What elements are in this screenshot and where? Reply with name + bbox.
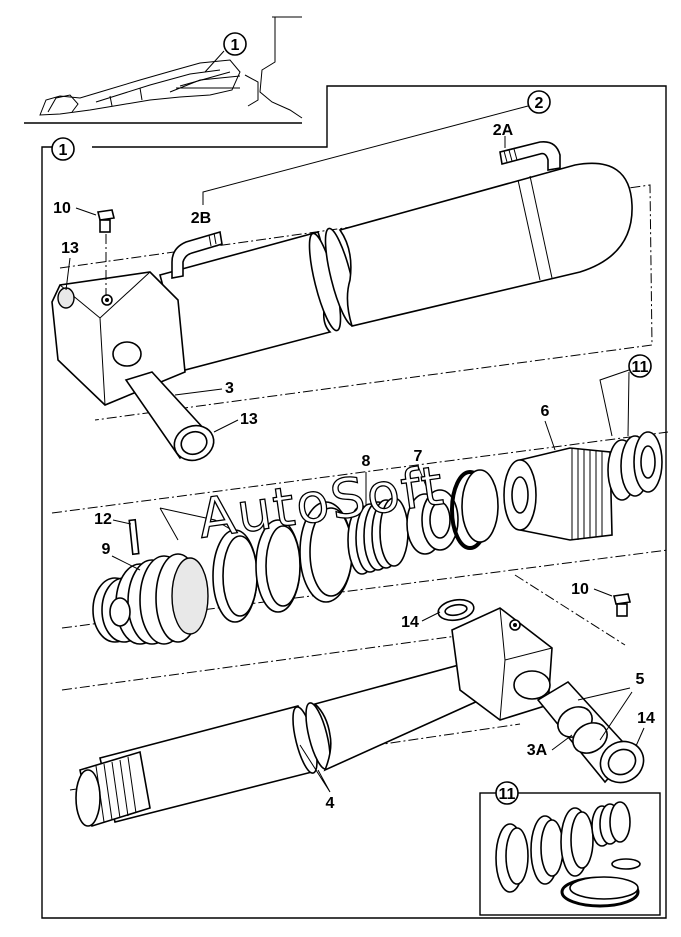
label-7: 7 xyxy=(414,448,423,465)
label-10-left: 10 xyxy=(53,200,71,217)
spring-8 xyxy=(347,497,409,575)
callout-1-inset: 1 xyxy=(204,32,247,73)
label-6: 6 xyxy=(541,403,550,420)
label-13-left: 13 xyxy=(61,240,79,257)
main-frame xyxy=(41,85,667,919)
label-9: 9 xyxy=(102,541,111,558)
piston-group xyxy=(51,431,669,645)
seal-kit-inset: 11 xyxy=(479,781,661,916)
machine-location-inset xyxy=(24,16,303,124)
rod-thread xyxy=(95,756,137,823)
callout-11-top: 11 xyxy=(599,354,652,437)
label-14-right: 14 xyxy=(637,710,655,727)
piston-rod xyxy=(61,574,645,828)
label-2B: 2B xyxy=(191,210,211,227)
callout-11-top-label: 11 xyxy=(632,359,649,376)
label-5: 5 xyxy=(636,671,645,688)
label-3: 3 xyxy=(225,380,234,397)
callout-1-frame-label: 1 xyxy=(59,142,68,159)
label-8: 8 xyxy=(362,453,371,470)
gland-thread xyxy=(571,448,603,540)
callout-2-label: 2 xyxy=(535,95,544,112)
sleeve-3 xyxy=(124,371,215,462)
callout-11-box-label: 11 xyxy=(499,786,516,803)
callout-1-label: 1 xyxy=(231,37,240,54)
label-2A: 2A xyxy=(493,122,514,139)
label-3A: 3A xyxy=(527,742,548,759)
label-14-left: 14 xyxy=(401,614,419,631)
label-10-right: 10 xyxy=(571,581,589,598)
pipe-2a-thread xyxy=(503,148,518,163)
grease-nipple-left xyxy=(97,209,115,296)
callout-1-frame: 1 xyxy=(51,137,75,161)
cylinder-barrel xyxy=(51,140,653,421)
grease-nipple-right xyxy=(613,593,631,617)
label-13-bottom: 13 xyxy=(240,411,258,428)
callout-2: 2 xyxy=(202,90,551,205)
label-12: 12 xyxy=(94,511,112,528)
label-4: 4 xyxy=(326,795,335,812)
